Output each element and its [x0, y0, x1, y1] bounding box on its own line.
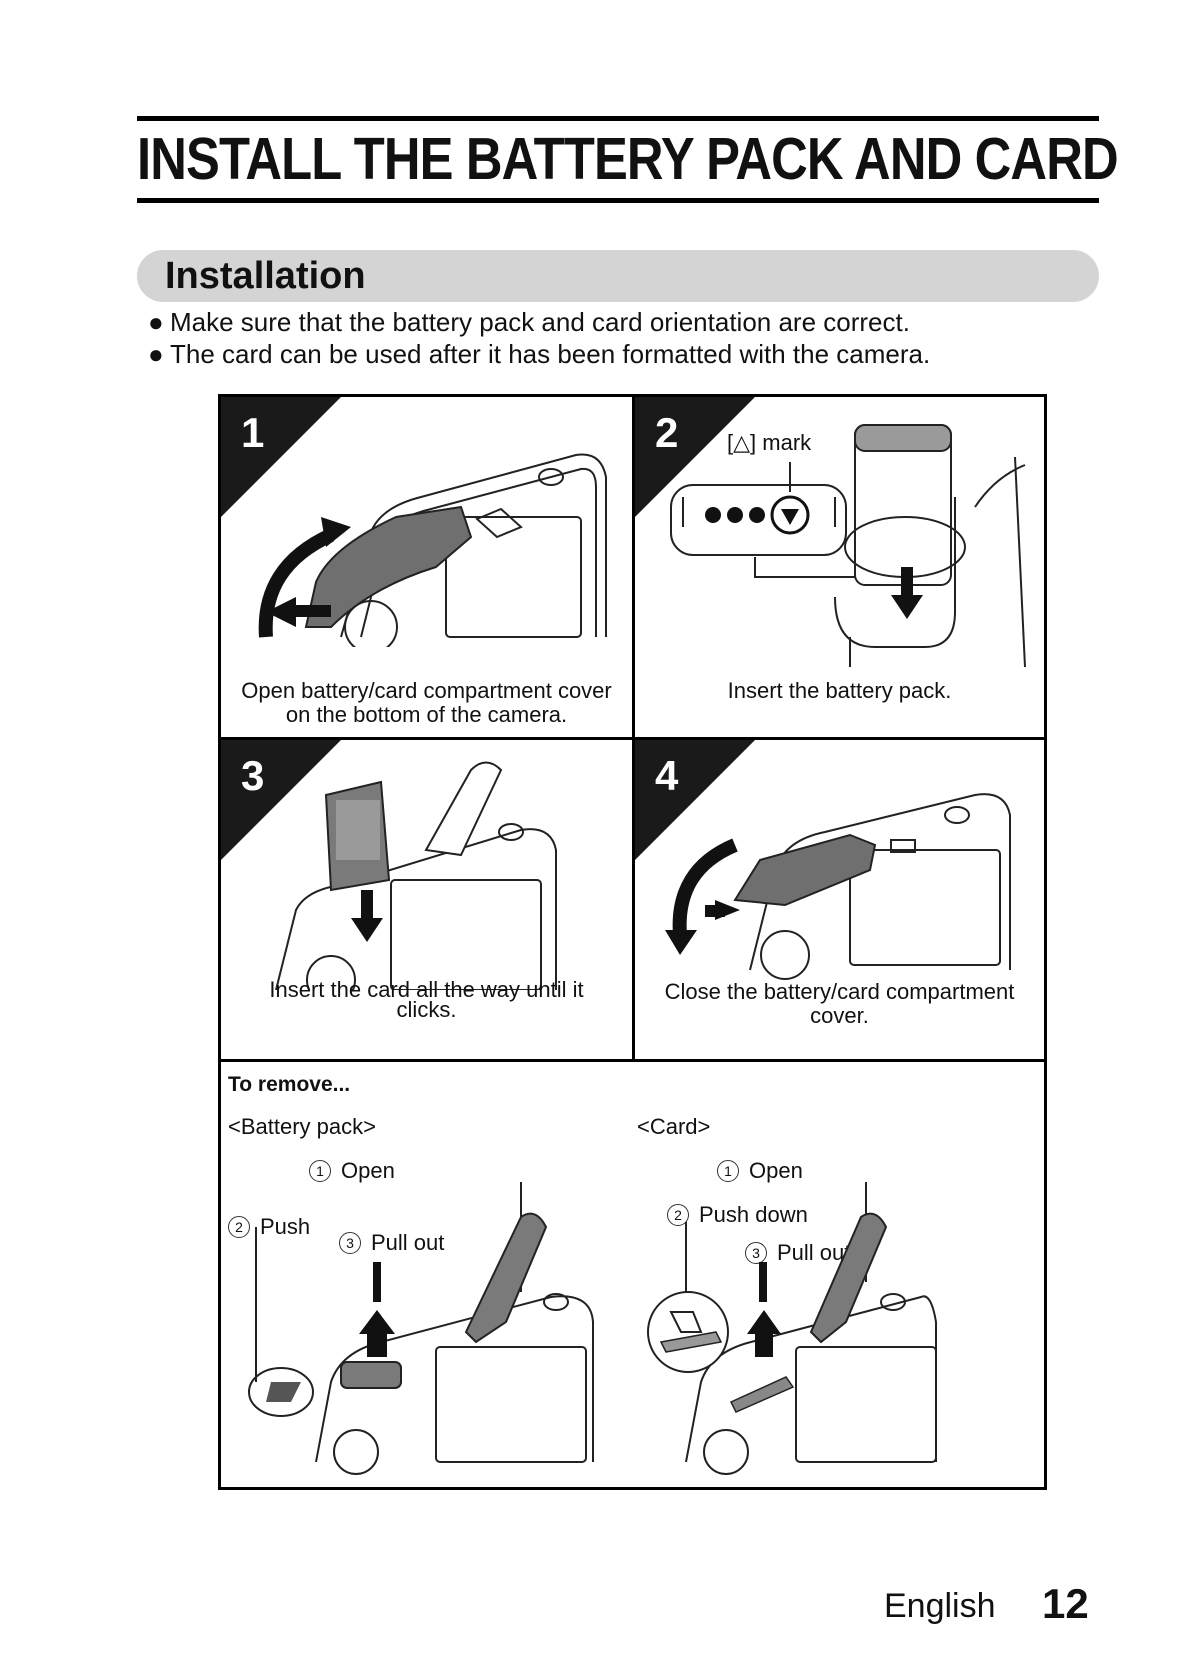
caption-line: cover.	[635, 1004, 1044, 1028]
step-caption: Insert the battery pack.	[635, 679, 1044, 703]
instruction-frame: 1 Open battery/card compartment cover on…	[218, 394, 1047, 1490]
step-caption: Open battery/card compartment cover on t…	[221, 679, 632, 727]
battery-removal-illustration	[221, 1182, 621, 1482]
bullet-dot: ●	[148, 306, 170, 338]
bullet-item: ●Make sure that the battery pack and car…	[148, 306, 910, 338]
title-top-rule	[137, 116, 1099, 121]
title-bottom-rule	[137, 198, 1099, 203]
card-open-label: 1 Open	[717, 1158, 803, 1184]
section-heading-bar: Installation	[137, 250, 1099, 302]
bullet-text: Make sure that the battery pack and card…	[170, 307, 910, 337]
card-insert-illustration	[221, 740, 632, 990]
step-panel-4: 4 Close the battery/card compartment cov…	[635, 740, 1044, 1059]
footer-language: English	[884, 1586, 996, 1626]
camera-close-cover-illustration	[635, 740, 1044, 990]
battery-insert-illustration	[635, 397, 1044, 677]
caption-line: Close the battery/card compartment	[635, 980, 1044, 1004]
step-number-circle: 1	[309, 1160, 331, 1182]
bullet-dot: ●	[148, 338, 170, 370]
step-panel-1: 1 Open battery/card compartment cover on…	[221, 397, 632, 737]
page-title: INSTALL THE BATTERY PACK AND CARD	[137, 124, 964, 194]
card-label: <Card>	[637, 1114, 710, 1140]
label-text: Open	[749, 1158, 803, 1183]
step-panel-2: 2 [△] mark Insert the ba	[635, 397, 1044, 737]
caption-line: on the bottom of the camera.	[221, 703, 632, 727]
remove-panel: To remove... <Battery pack> <Card> 1 Open…	[221, 1062, 1044, 1487]
bullet-item: ●The card can be used after it has been …	[148, 338, 930, 370]
battery-pack-label: <Battery pack>	[228, 1114, 376, 1140]
step-caption: Insert the card all the way until it cli…	[221, 978, 632, 1022]
bullet-text: The card can be used after it has been f…	[170, 339, 930, 369]
step-panel-3: 3 Insert the card all the way until it c…	[221, 740, 632, 1059]
label-text: Open	[341, 1158, 395, 1183]
remove-heading: To remove...	[228, 1072, 350, 1098]
caption-line: Open battery/card compartment cover	[221, 679, 632, 703]
card-removal-illustration	[631, 1182, 1031, 1482]
section-title: Installation	[165, 254, 366, 298]
battery-open-label: 1 Open	[309, 1158, 395, 1184]
step-number-circle: 1	[717, 1160, 739, 1182]
caption-line: Insert the battery pack.	[635, 679, 1044, 703]
camera-open-cover-illustration	[221, 397, 632, 647]
step-caption: Close the battery/card compartment cover…	[635, 980, 1044, 1028]
footer-page-number: 12	[1042, 1580, 1089, 1628]
